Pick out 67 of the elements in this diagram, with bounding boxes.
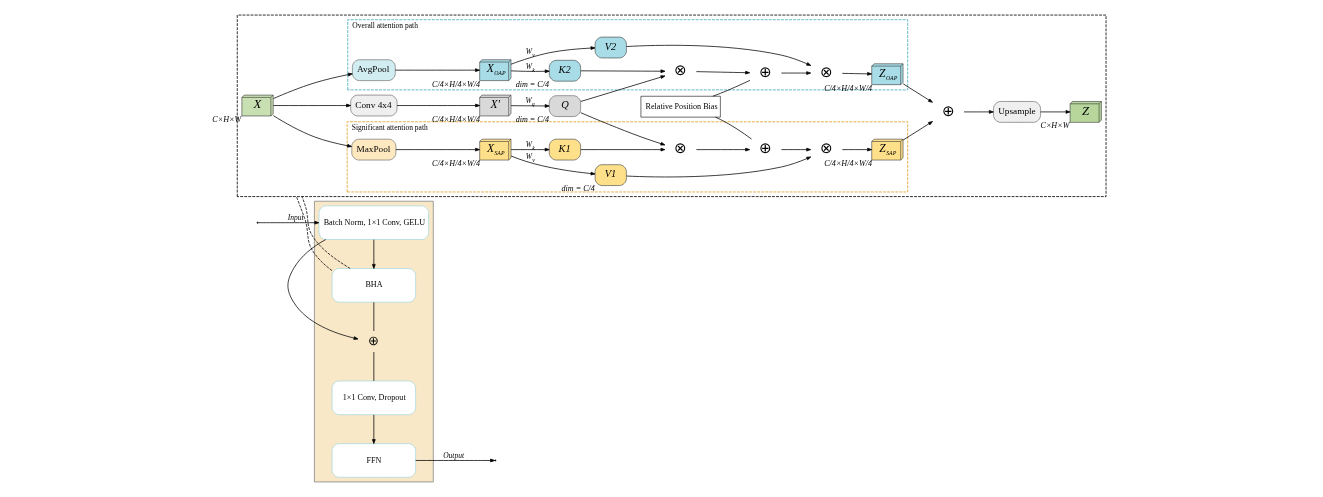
node-box: AvgPool [352,59,396,81]
arrow [626,44,812,66]
arrow [841,72,872,76]
arrow [1040,110,1071,114]
node-box: V1 [594,164,627,186]
arrow [273,72,353,99]
arrow [510,69,550,74]
arrow [415,458,495,463]
arrow [963,110,994,114]
node-text: ⊕ [759,140,773,157]
arrow [395,68,480,72]
arrow [395,147,480,152]
node-text: ⊕ [941,102,955,119]
connector [715,116,752,140]
arrow [580,147,666,152]
arrow [580,69,666,73]
node-text: ⊗ [674,61,688,78]
arrow [272,115,352,148]
connector [296,196,333,271]
arrow [287,239,359,340]
node-box: 1×1 Conv, Dropout [331,380,416,415]
node-label: C/4×H/4×W/4 [824,158,873,168]
arrow [580,75,666,102]
node-text: ⊗ [674,140,688,157]
arrow [781,71,812,75]
node-text: ⊕ [368,333,380,348]
arrow [510,155,596,176]
node-label: C×H×W [1040,121,1070,131]
node-label: dim = C/4 [515,80,550,90]
node-text: ⊕ [759,63,773,80]
arrow [841,147,872,152]
node-box: K2 [549,60,581,82]
node-box: Q [549,95,581,117]
arrow [510,46,596,65]
node-text: ⊗ [820,140,834,157]
node-label: dim = C/4 [561,184,595,194]
arrow [696,147,751,152]
node-label: C/4×H/4×W/4 [824,83,873,93]
arrow [257,220,320,225]
node-box: FFN [331,443,416,478]
node-label: C/4×H/4×W/4 [432,114,481,124]
node-box: Relative Position Bias [640,95,721,118]
node-box: BHA [331,268,416,303]
node-box: V2 [594,36,627,59]
node-box: Upsample [993,101,1041,123]
arrow [510,104,550,108]
node-box: MaxPool [351,138,397,161]
arrow [902,121,933,141]
arrow [580,112,666,146]
arrow [396,103,481,108]
node-box: Conv 4x4 [350,94,398,117]
node-box: Batch Norm, 1×1 Conv, GELU [318,205,429,240]
arrow [372,239,376,269]
arrow [696,70,751,75]
arrow [902,83,933,103]
arrow [626,156,812,178]
arrow [372,414,376,444]
arrow [273,103,351,108]
node-label: C/4×H/4×W/4 [432,79,481,89]
connector [712,80,751,97]
connector [301,196,351,269]
node-box: K1 [549,138,581,161]
node-label: C×H×W [212,114,242,124]
node-text: ⊗ [820,63,834,80]
arrow [781,147,812,152]
arrow [510,147,550,152]
node-label: C/4×H/4×W/4 [432,158,481,168]
